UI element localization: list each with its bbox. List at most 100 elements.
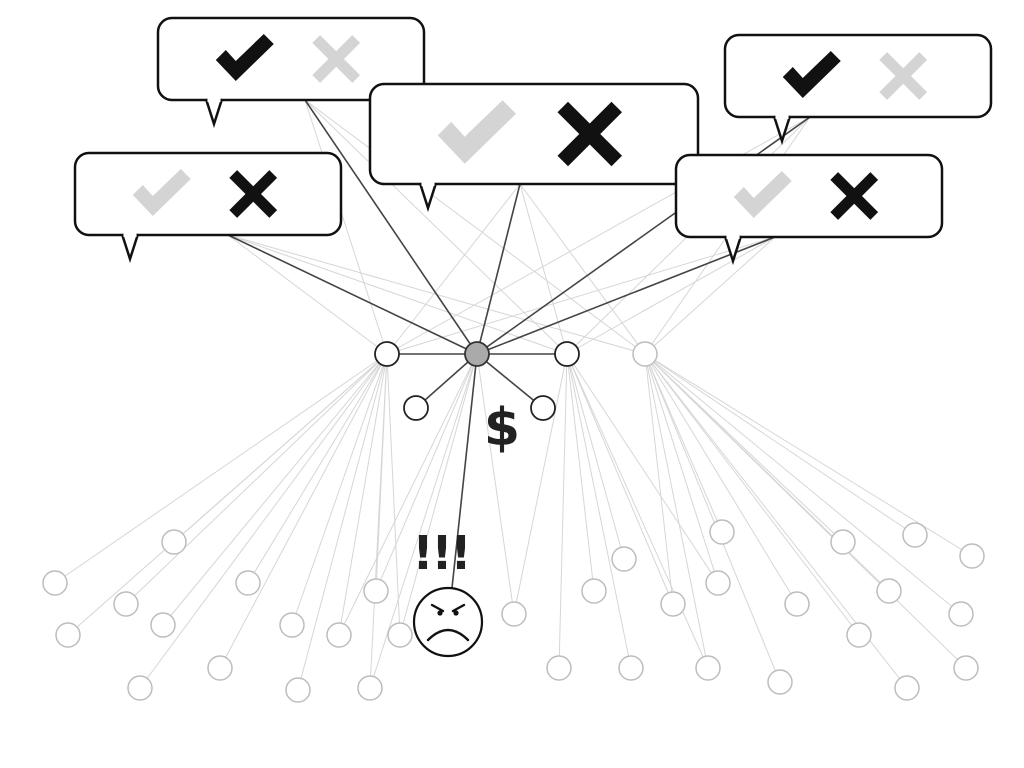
peripheral-node bbox=[894, 675, 920, 701]
faint-edge bbox=[644, 353, 973, 557]
peripheral-node bbox=[767, 669, 793, 695]
peripheral-node bbox=[902, 522, 928, 548]
peripheral-node bbox=[709, 519, 735, 545]
speech-bubble bbox=[73, 151, 343, 264]
faint-edge bbox=[386, 183, 521, 355]
hub-node bbox=[403, 395, 429, 421]
faint-edge bbox=[644, 353, 916, 536]
faint-edge bbox=[291, 353, 388, 626]
faint-edge bbox=[644, 353, 798, 605]
peripheral-node bbox=[784, 591, 810, 617]
hub-node bbox=[530, 395, 556, 421]
peripheral-node bbox=[127, 675, 153, 701]
cross-icon bbox=[830, 172, 879, 220]
faint-edge bbox=[304, 99, 568, 355]
faint-edge bbox=[247, 353, 388, 584]
peripheral-node bbox=[581, 578, 607, 604]
check-icon bbox=[782, 51, 841, 98]
peripheral-node bbox=[363, 578, 389, 604]
faint-edge bbox=[644, 353, 844, 543]
faint-edge bbox=[519, 183, 646, 355]
central-node bbox=[464, 341, 490, 367]
peripheral-node bbox=[285, 677, 311, 703]
peripheral-node bbox=[161, 529, 187, 555]
peripheral-node bbox=[695, 655, 721, 681]
peripheral-node bbox=[150, 612, 176, 638]
faint-edge bbox=[338, 353, 388, 636]
faint-edge bbox=[644, 353, 709, 669]
peripheral-node bbox=[326, 622, 352, 648]
cross-icon bbox=[229, 170, 278, 218]
strong-edge bbox=[476, 183, 521, 355]
peripheral-node bbox=[42, 570, 68, 596]
strong-edge bbox=[415, 353, 478, 409]
faint-edge bbox=[644, 353, 719, 584]
faint-edge bbox=[566, 236, 776, 355]
check-icon bbox=[215, 34, 274, 81]
strong-edge bbox=[476, 236, 776, 355]
peripheral-node bbox=[876, 578, 902, 604]
faint-edge bbox=[566, 353, 709, 669]
faint-edge bbox=[566, 353, 595, 592]
faint-edge bbox=[399, 353, 478, 636]
peripheral-node bbox=[618, 655, 644, 681]
peripheral-node bbox=[846, 622, 872, 648]
peripheral-node bbox=[357, 675, 383, 701]
faint-edge bbox=[566, 353, 632, 669]
peripheral-node bbox=[207, 655, 233, 681]
hub-node bbox=[374, 341, 400, 367]
faint-edge bbox=[139, 353, 388, 689]
faint-edge bbox=[386, 353, 401, 636]
faint-edge bbox=[297, 353, 388, 691]
peripheral-node bbox=[546, 655, 572, 681]
peripheral-node bbox=[55, 622, 81, 648]
cross-icon bbox=[557, 101, 623, 167]
peripheral-node bbox=[959, 543, 985, 569]
peripheral-node bbox=[501, 601, 527, 627]
peripheral-node bbox=[279, 612, 305, 638]
faint-edge bbox=[644, 353, 781, 683]
faint-edge bbox=[162, 353, 388, 626]
strong-edge bbox=[451, 353, 478, 589]
strong-edge bbox=[304, 99, 478, 355]
check-icon bbox=[437, 100, 517, 164]
faint-edge bbox=[386, 236, 776, 355]
cross-icon bbox=[312, 35, 361, 83]
peripheral-node bbox=[660, 591, 686, 617]
faint-edge bbox=[513, 353, 568, 615]
network-nodes bbox=[42, 341, 985, 703]
dollar-sign: $ bbox=[484, 398, 520, 458]
speech-bubble bbox=[368, 82, 700, 213]
faint-edge bbox=[644, 236, 776, 355]
speech-bubble bbox=[674, 153, 944, 266]
speech-bubble bbox=[156, 16, 426, 129]
faint-edge bbox=[644, 353, 962, 615]
faint-edge bbox=[125, 353, 388, 605]
faint-edge bbox=[644, 353, 723, 533]
faint-edge bbox=[566, 353, 674, 605]
alarm-exclamations: !!! bbox=[413, 526, 470, 580]
strong-edge bbox=[227, 234, 478, 355]
faint-edge bbox=[173, 353, 388, 543]
speech-bubbles bbox=[73, 16, 993, 266]
faint-edge bbox=[219, 353, 388, 669]
peripheral-node bbox=[948, 601, 974, 627]
faint-edge bbox=[54, 353, 388, 584]
faint-edge bbox=[338, 353, 478, 636]
faint-edge bbox=[644, 353, 860, 636]
faint-edge bbox=[519, 183, 568, 355]
faint-edge bbox=[644, 353, 967, 669]
peripheral-node bbox=[387, 622, 413, 648]
strong-edge bbox=[476, 353, 544, 409]
check-icon bbox=[132, 169, 191, 216]
faint-edge bbox=[566, 353, 719, 584]
faint-edge bbox=[375, 353, 478, 592]
peripheral-node bbox=[235, 570, 261, 596]
faint-edge bbox=[644, 353, 674, 605]
check-icon bbox=[733, 171, 792, 218]
faint-edge bbox=[375, 353, 388, 592]
faint-edge bbox=[304, 99, 388, 355]
peripheral-node bbox=[830, 529, 856, 555]
